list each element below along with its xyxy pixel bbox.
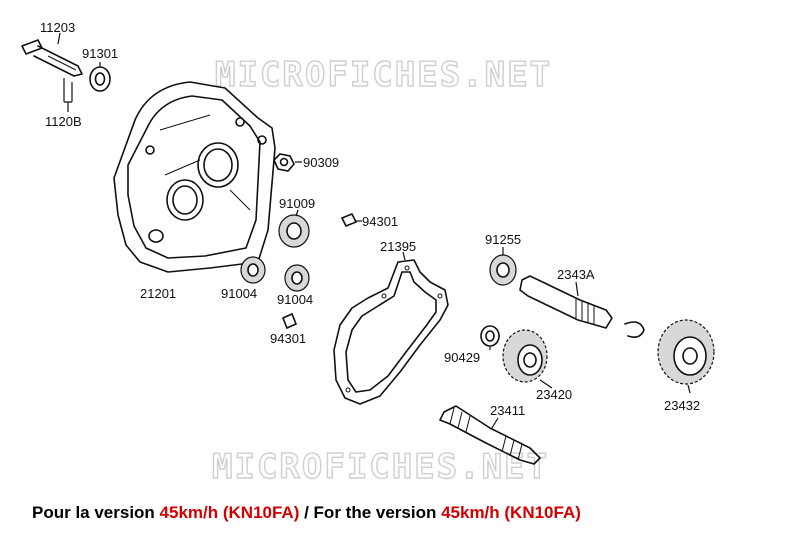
gear-23420-drawing <box>502 329 548 383</box>
bearing-91255-drawing <box>489 254 517 286</box>
part-label-94301-lower: 94301 <box>270 331 306 346</box>
nut-90309-drawing <box>273 153 295 172</box>
washer-90429-drawing <box>480 325 500 347</box>
part-label-23411: 23411 <box>490 403 525 418</box>
caption-en-version: 45km/h (KN10FA) <box>441 503 581 522</box>
watermark-bottom: MICROFICHES.NET <box>212 447 549 487</box>
part-label-23432: 23432 <box>664 398 700 413</box>
bearing-91004-left-drawing <box>240 256 266 284</box>
washer-91301-drawing <box>89 66 111 92</box>
part-label-91255: 91255 <box>485 232 521 247</box>
dowel-94301-lower-drawing <box>281 312 298 330</box>
caption-fr-version: 45km/h (KN10FA) <box>159 503 300 522</box>
part-label-1120B: 1120B <box>45 114 82 129</box>
watermark-top: MICROFICHES.NET <box>215 55 552 95</box>
version-caption: Pour la version 45km/h (KN10FA) / For th… <box>32 503 581 523</box>
part-label-11203: 11203 <box>40 20 75 35</box>
part-label-91004-left: 91004 <box>221 286 257 301</box>
part-label-23420: 23420 <box>536 387 572 402</box>
caption-separator: / For the version <box>299 503 442 522</box>
dowel-94301-upper-drawing <box>340 212 358 228</box>
part-label-90429: 90429 <box>444 350 480 365</box>
part-label-91009: 91009 <box>279 196 315 211</box>
gear-23432-drawing <box>657 319 715 385</box>
caption-prefix: Pour la version <box>32 503 160 522</box>
transmission-cover-21201-drawing <box>113 81 276 273</box>
shaft-23411-drawing <box>439 405 541 465</box>
part-label-21201: 21201 <box>140 286 176 301</box>
bolt-11203-drawing <box>21 39 83 77</box>
gasket-21395-drawing <box>333 259 449 405</box>
part-label-91301: 91301 <box>82 46 118 61</box>
shaft-2343A-drawing <box>519 275 645 338</box>
bearing-91004-right-drawing <box>284 264 310 292</box>
part-label-91004-right: 91004 <box>277 292 313 307</box>
part-label-21395: 21395 <box>380 239 416 254</box>
part-label-94301-upper: 94301 <box>362 214 398 229</box>
bearing-91009-drawing <box>278 214 310 248</box>
part-label-2343A: 2343A <box>557 267 595 282</box>
part-label-90309: 90309 <box>303 155 339 170</box>
